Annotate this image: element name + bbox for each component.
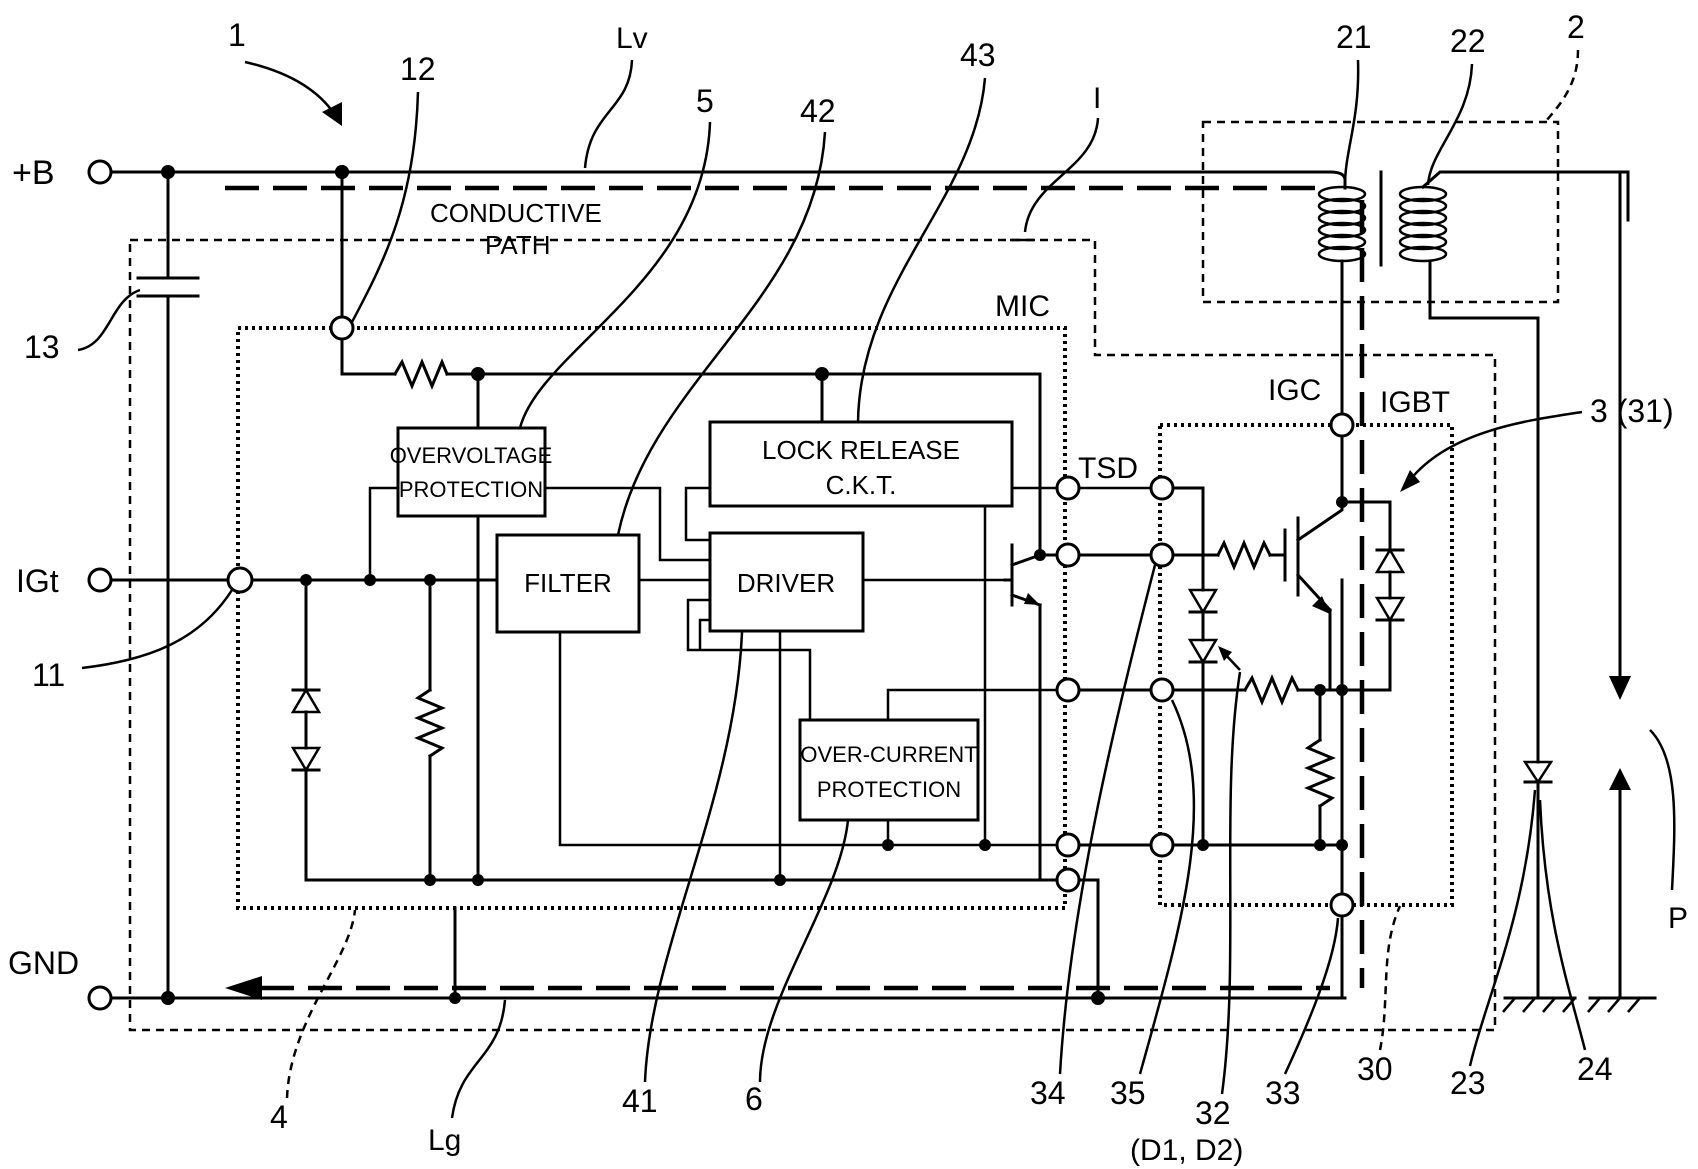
pulldown-resistor: [418, 690, 442, 756]
terminal-33: [1331, 894, 1353, 916]
ref-12: 12: [400, 51, 436, 87]
supply-resistor: [395, 362, 447, 386]
ref-11: 11: [32, 657, 65, 693]
ref-33: 33: [1265, 1075, 1301, 1111]
overcurrent-label-1: OVER-CURRENT: [800, 742, 977, 767]
ref-23: 23: [1450, 1065, 1486, 1101]
igbt-label: IGBT: [1380, 386, 1450, 419]
current-arrow: [1609, 676, 1631, 700]
mic-label: MIC: [995, 290, 1050, 323]
plus-b-terminal: [89, 161, 111, 183]
conductive-path-label-2: PATH: [485, 230, 550, 260]
gnd-label: GND: [8, 945, 79, 981]
overcurrent-protection-block: [800, 720, 978, 820]
emitter-resistor: [1308, 740, 1332, 806]
lock-release-label-2: C.K.T.: [826, 470, 897, 500]
terminal-11: [228, 568, 252, 592]
ref-43: 43: [960, 37, 996, 73]
ref-4: 4: [270, 1099, 288, 1135]
secondary-coil-22: [1400, 187, 1446, 261]
lock-release-label-1: LOCK RELEASE: [762, 435, 960, 465]
conductive-path-label-1: CONDUCTIVE: [430, 198, 602, 228]
overvoltage-label-2: PROTECTION: [399, 477, 543, 502]
ref-3: 3 (31): [1590, 393, 1674, 429]
ref-42: 42: [800, 93, 836, 129]
igt-terminal: [89, 569, 111, 591]
p-marker-label: P: [1668, 902, 1688, 935]
overvoltage-protection-block: [398, 428, 545, 516]
sense-resistor: [1245, 678, 1298, 702]
ref-21: 21: [1336, 19, 1372, 55]
igc-label: IGC: [1268, 374, 1321, 407]
ref-32-sub: (D1, D2): [1130, 1134, 1243, 1167]
ref-2: 2: [1567, 9, 1585, 45]
plus-b-label: +B: [12, 154, 55, 192]
gnd-terminal: [89, 987, 111, 1009]
ref-30: 30: [1357, 1051, 1393, 1087]
filter-label: FILTER: [524, 568, 612, 598]
conductive-path-arrow: [225, 976, 262, 1000]
terminal-12: [331, 317, 353, 339]
terminal-34: [1151, 544, 1173, 566]
diode-23: [1525, 762, 1551, 782]
igc-terminal: [1331, 414, 1353, 436]
device-boundary: [130, 240, 1495, 1030]
lg-label: Lg: [428, 1124, 461, 1157]
terminal-35: [1151, 679, 1173, 701]
primary-coil-21: [1319, 180, 1365, 268]
lv-label: Lv: [616, 22, 648, 55]
ref-41: 41: [622, 1083, 658, 1119]
ref-13: 13: [24, 329, 60, 365]
ref-32: 32: [1195, 1095, 1231, 1131]
igt-label: IGt: [16, 563, 59, 599]
ref-24: 24: [1577, 1051, 1613, 1087]
ref-6: 6: [745, 1081, 763, 1117]
overvoltage-label-1: OVERVOLTAGE: [390, 443, 553, 468]
ref-1: 1: [228, 17, 246, 53]
ref-22: 22: [1450, 23, 1486, 59]
i-marker-label: I: [1093, 82, 1101, 115]
ref-34: 34: [1030, 1075, 1066, 1111]
tsd-label: TSD: [1078, 452, 1138, 485]
gate-resistor: [1218, 543, 1270, 567]
overcurrent-label-2: PROTECTION: [817, 777, 961, 802]
ref-35: 35: [1110, 1075, 1146, 1111]
driver-label: DRIVER: [737, 568, 835, 598]
ref-5: 5: [696, 83, 714, 119]
